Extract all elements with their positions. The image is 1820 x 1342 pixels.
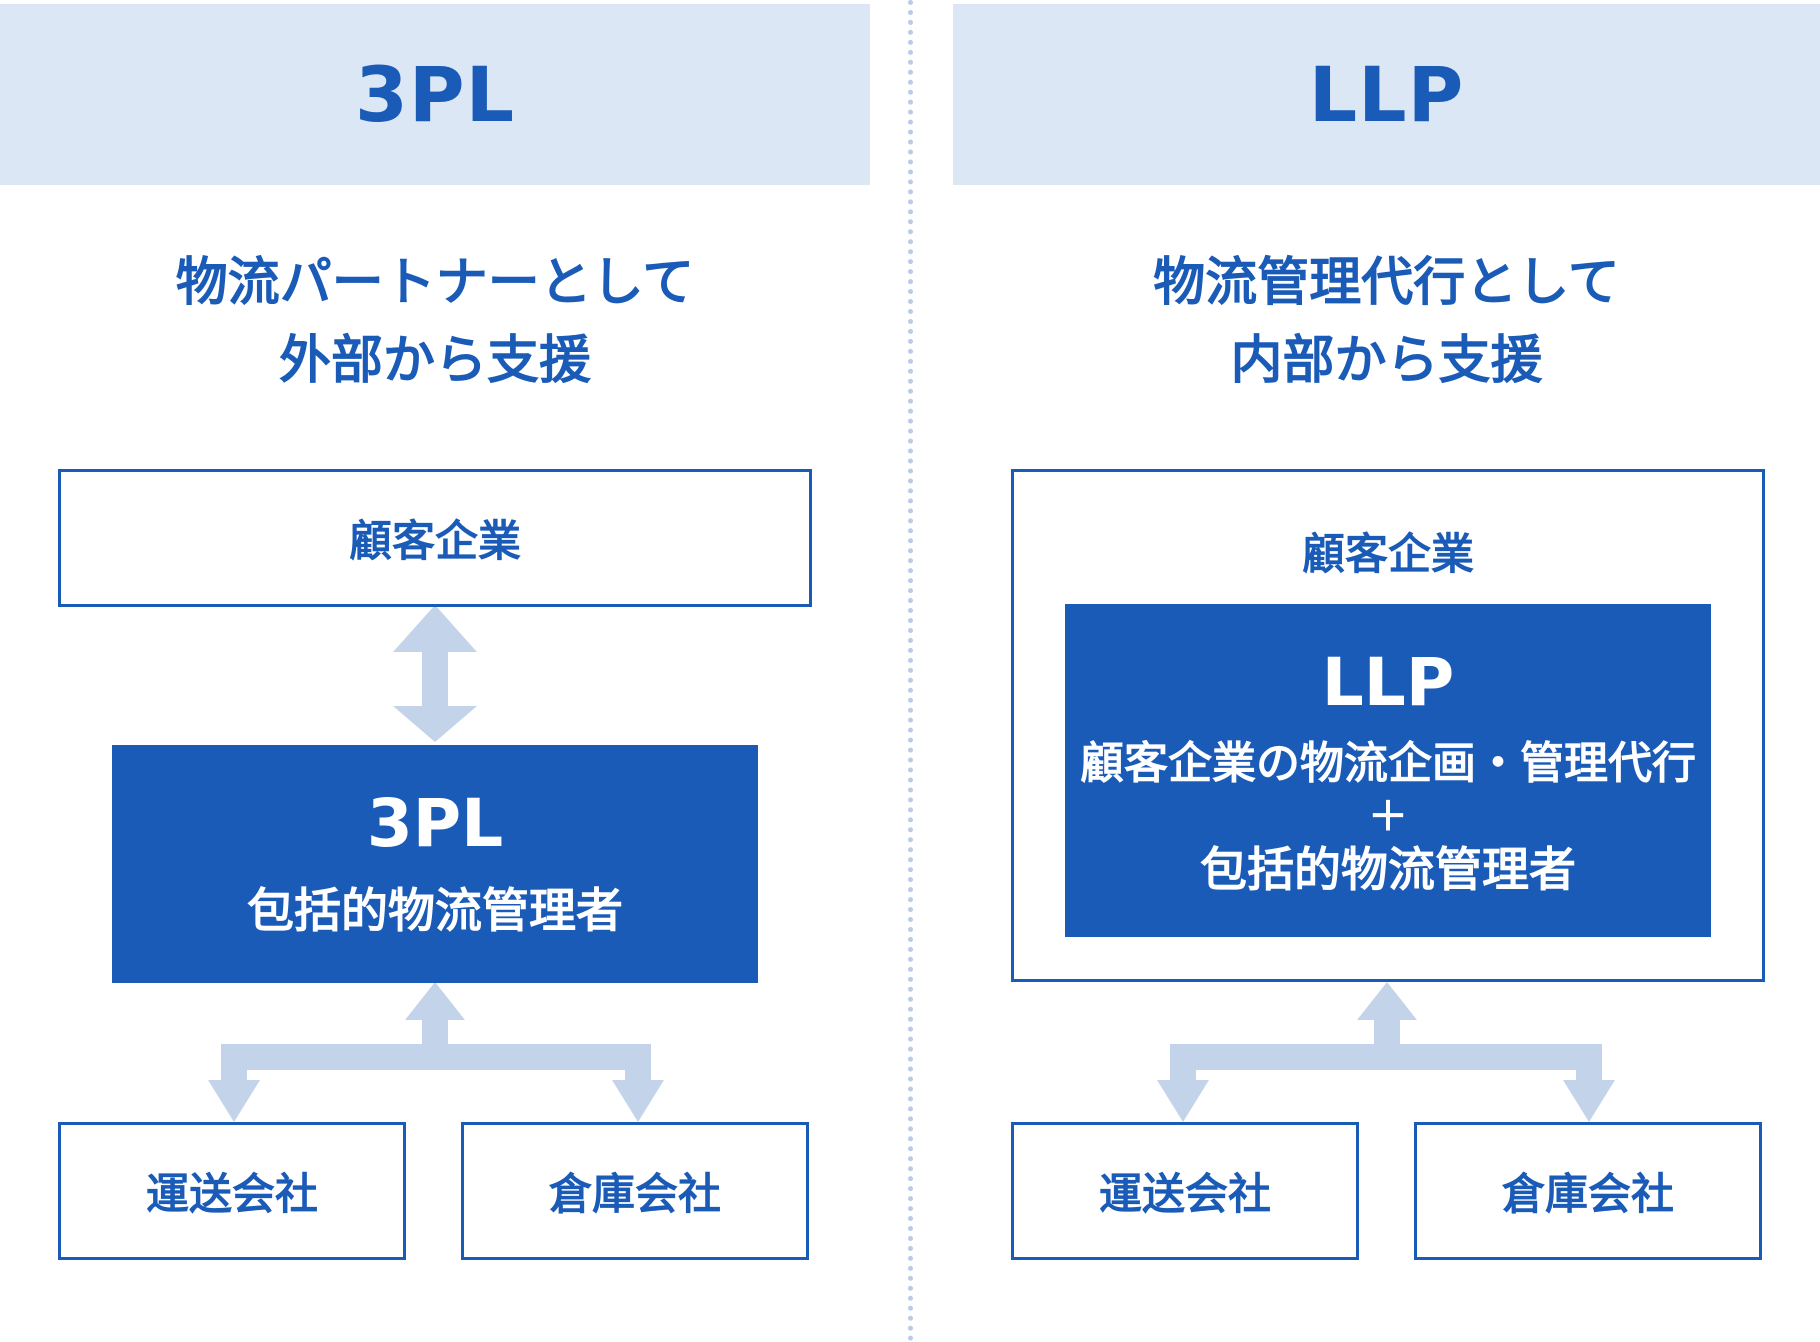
right-header-title: LLP xyxy=(1308,50,1465,139)
right-llp-plus: ＋ xyxy=(1368,793,1408,840)
left-warehouse-label: 倉庫会社 xyxy=(549,1170,721,1220)
left-subtitle-line1: 物流パートナーとして xyxy=(175,253,695,313)
left-branch-arrow xyxy=(208,982,664,1122)
left-transport-box: 運送会社 xyxy=(58,1122,406,1260)
left-warehouse-box: 倉庫会社 xyxy=(461,1122,809,1260)
left-subtitle-line2: 外部から支援 xyxy=(278,331,591,391)
left-transport-label: 運送会社 xyxy=(146,1170,318,1220)
right-subtitle: 物流管理代行として 内部から支援 xyxy=(953,244,1820,400)
left-3pl-subtitle: 包括的物流管理者 xyxy=(247,884,623,939)
right-client-container: 顧客企業 LLP 顧客企業の物流企画・管理代行 ＋ 包括的物流管理者 xyxy=(1011,469,1765,982)
right-subtitle-line1: 物流管理代行として xyxy=(1153,253,1620,313)
right-subtitle-line2: 内部から支援 xyxy=(1230,331,1543,391)
right-header: LLP xyxy=(953,4,1820,185)
right-llp-line1: 顧客企業の物流企画・管理代行 xyxy=(1080,737,1696,789)
left-double-arrow xyxy=(393,605,477,742)
right-warehouse-label: 倉庫会社 xyxy=(1502,1170,1674,1220)
left-subtitle: 物流パートナーとして 外部から支援 xyxy=(0,244,870,400)
right-llp-title: LLP xyxy=(1321,643,1455,721)
left-header-title: 3PL xyxy=(354,50,515,139)
left-3pl-title: 3PL xyxy=(366,785,504,862)
right-client-label: 顧客企業 xyxy=(1302,530,1474,580)
left-client-box: 顧客企業 xyxy=(58,469,812,607)
left-3pl-box: 3PL 包括的物流管理者 xyxy=(112,745,758,983)
left-header: 3PL xyxy=(0,4,870,185)
right-transport-label: 運送会社 xyxy=(1099,1170,1271,1220)
center-divider xyxy=(908,0,913,1342)
right-warehouse-box: 倉庫会社 xyxy=(1414,1122,1762,1260)
right-branch-arrow xyxy=(1157,982,1615,1122)
right-llp-box: LLP 顧客企業の物流企画・管理代行 ＋ 包括的物流管理者 xyxy=(1065,604,1711,937)
right-llp-line2: 包括的物流管理者 xyxy=(1200,842,1576,898)
left-client-label: 顧客企業 xyxy=(349,517,521,567)
right-transport-box: 運送会社 xyxy=(1011,1122,1359,1260)
